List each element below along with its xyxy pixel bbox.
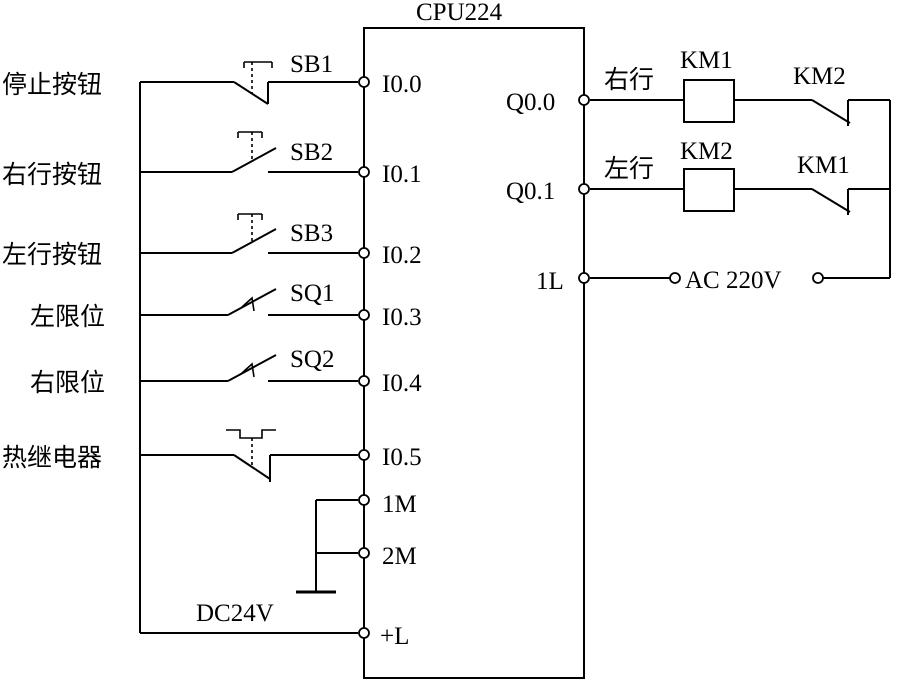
terminal-i0-4	[358, 375, 370, 387]
terminal-label-i0-3: I0.3	[382, 304, 422, 331]
coil-label-km1: KM1	[680, 47, 733, 74]
dc-common-wiring	[296, 499, 358, 594]
device-label-sb2: SB2	[290, 139, 333, 166]
sq1-limit-switch-icon	[140, 288, 358, 316]
terminal-i0-5	[358, 449, 370, 461]
input-label-right-button: 右行按钮	[2, 160, 102, 189]
input-label-stop-button: 停止按钮	[2, 70, 102, 99]
sq2-limit-switch-icon	[140, 354, 358, 382]
terminal-i0-0	[358, 76, 370, 88]
ac-supply-label: AC 220V	[685, 267, 782, 294]
device-label-sq2: SQ2	[290, 346, 334, 373]
km1-nc-interlock-contact-icon	[734, 188, 890, 215]
terminal-label-i0-5: I0.5	[382, 444, 422, 471]
terminal-label-2m: 2M	[382, 543, 417, 570]
km2-nc-interlock-contact-icon	[734, 99, 890, 126]
ac-terminal-right	[812, 272, 824, 284]
terminal-label-i0-4: I0.4	[382, 370, 422, 397]
input-label-right-limit: 右限位	[30, 368, 105, 397]
km2-coil-icon	[683, 168, 735, 212]
terminal-q0-0	[578, 94, 590, 106]
terminal-label-i0-2: I0.2	[382, 242, 422, 269]
terminal-label-q0-0: Q0.0	[506, 89, 555, 116]
terminal-2m	[358, 547, 370, 559]
input-label-left-button: 左行按钮	[2, 240, 102, 269]
sb3-no-pushbutton-icon	[140, 213, 358, 254]
terminal-label-i0-1: I0.1	[382, 161, 422, 188]
km1-coil-icon	[683, 79, 735, 123]
output-label-right-run: 右行	[604, 65, 654, 94]
terminal-i0-1	[358, 166, 370, 178]
device-label-sb1: SB1	[290, 51, 333, 78]
plc-model-label: CPU224	[416, 0, 503, 26]
thermal-relay-nc-contact-icon	[140, 429, 358, 482]
terminal-q0-1	[578, 183, 590, 195]
plc-body	[363, 27, 585, 679]
input-label-left-limit: 左限位	[30, 302, 105, 331]
terminal-plus-l	[358, 627, 370, 639]
terminal-1l	[578, 272, 590, 284]
output-label-left-run: 左行	[604, 154, 654, 183]
sb1-nc-pushbutton-icon	[140, 61, 358, 105]
terminal-label-plus-l: +L	[380, 623, 409, 650]
terminal-i0-2	[358, 247, 370, 259]
input-label-thermal-relay: 热继电器	[2, 443, 102, 472]
ac-terminal-left	[669, 272, 681, 284]
terminal-label-i0-0: I0.0	[382, 71, 422, 98]
terminal-i0-3	[358, 309, 370, 321]
terminal-label-1l: 1L	[536, 268, 564, 295]
device-label-sq1: SQ1	[290, 280, 334, 307]
terminal-label-1m: 1M	[382, 491, 417, 518]
interlock-label-km2: KM2	[793, 63, 846, 90]
sb2-no-pushbutton-icon	[140, 131, 358, 173]
interlock-label-km1: KM1	[797, 152, 850, 179]
dc-supply-label: DC24V	[196, 600, 274, 627]
terminal-label-q0-1: Q0.1	[506, 178, 555, 205]
device-label-sb3: SB3	[290, 220, 333, 247]
coil-label-km2: KM2	[680, 138, 733, 165]
terminal-1m	[358, 494, 370, 506]
